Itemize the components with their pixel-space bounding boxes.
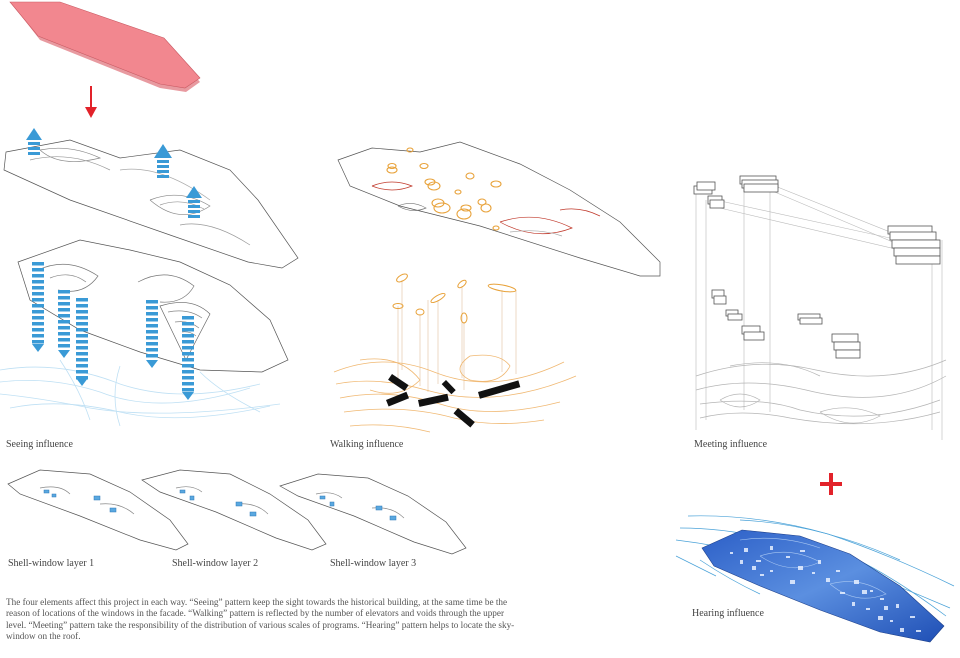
- shell-window-layer-2-label: Shell-window layer 2: [172, 558, 258, 569]
- shell-window-layer-3-label: Shell-window layer 3: [330, 558, 416, 569]
- shell-window-layer-1-label: Shell-window layer 1: [8, 558, 94, 569]
- hearing-influence-label: Hearing influence: [692, 608, 764, 619]
- description-paragraph: The four elements affect this project in…: [6, 597, 515, 642]
- seeing-influence-label: Seeing influence: [6, 439, 73, 450]
- walking-ground-contours: [333, 354, 577, 433]
- walking-elevators: [392, 273, 517, 392]
- roof-slab: [9, 1, 201, 92]
- meeting-influence-label: Meeting influence: [694, 439, 768, 450]
- walking-upper-slab: [337, 141, 661, 277]
- hearing-roof-slab: [701, 529, 945, 643]
- shell-window-openings: [43, 489, 397, 521]
- seeing-lower-slab: [17, 239, 289, 373]
- blue-down-arrows: [32, 262, 194, 400]
- seeing-upper-slab: [3, 139, 299, 269]
- shell-window-layer-3: [279, 473, 467, 555]
- walking-void-rings: [386, 147, 502, 231]
- shell-window-layer-2: [141, 469, 327, 551]
- seeing-ground-contours: [0, 359, 281, 427]
- red-plus-icon: [820, 473, 842, 495]
- shell-window-layer-1: [7, 469, 189, 551]
- meeting-ground-contours: [695, 359, 947, 425]
- red-down-arrow-icon: [85, 86, 97, 118]
- blue-up-arrow-icon: [26, 128, 202, 218]
- walking-path-bars: [386, 374, 521, 428]
- meeting-program-boxes: [693, 175, 941, 359]
- walking-influence-label: Walking influence: [330, 439, 404, 450]
- hearing-sky-windows: [730, 546, 921, 632]
